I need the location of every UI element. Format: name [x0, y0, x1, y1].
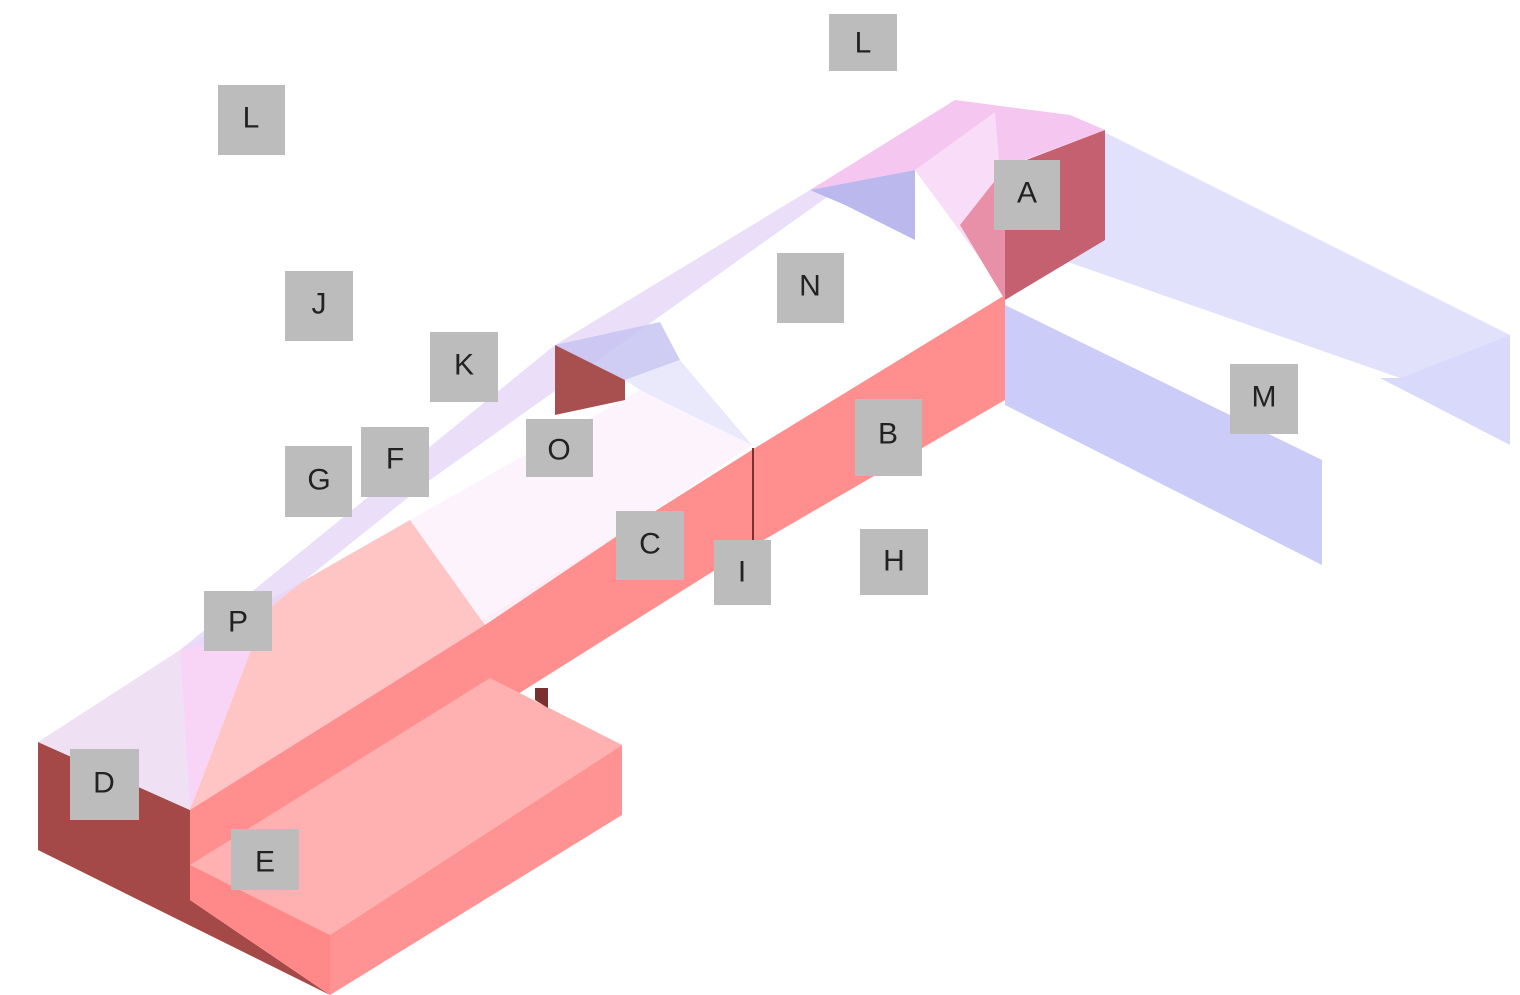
gable-o-wall — [555, 345, 625, 415]
label-e: E — [231, 829, 299, 890]
corner-face-a-blue — [810, 170, 915, 240]
label-a: A — [994, 160, 1060, 230]
annex-side — [190, 865, 330, 995]
label-k-text: K — [454, 349, 474, 382]
label-e-text: E — [255, 846, 275, 879]
label-l-left-text: L — [243, 102, 260, 135]
gable-o-light — [625, 360, 752, 445]
wing-m-roof — [1005, 130, 1510, 378]
label-m: M — [1230, 364, 1298, 434]
label-l-top-text: L — [855, 27, 872, 60]
main-wing — [38, 100, 1105, 995]
label-l-top: L — [829, 14, 897, 71]
label-b: B — [855, 399, 922, 476]
label-j-text: J — [312, 288, 327, 321]
annex-notch — [535, 688, 548, 708]
roof-glass-o — [410, 390, 752, 625]
label-i: I — [714, 540, 771, 605]
label-g: G — [285, 446, 352, 517]
label-a-text: A — [1017, 177, 1037, 210]
wing-m-roof-end — [1380, 335, 1510, 445]
label-f-text: F — [386, 443, 404, 476]
label-o-text: O — [547, 434, 570, 467]
label-b-text: B — [878, 418, 898, 451]
roof-hip-d — [38, 650, 190, 810]
roof-hip-d-light — [180, 600, 270, 810]
roof-slope-p — [190, 520, 485, 810]
label-o: O — [526, 419, 593, 477]
label-n: N — [777, 253, 844, 323]
roof-ridge — [180, 190, 830, 650]
label-c-text: C — [639, 528, 661, 561]
label-l-left: L — [218, 85, 285, 155]
wing-m-wall — [1005, 305, 1322, 565]
label-c: C — [616, 511, 684, 580]
label-f: F — [361, 427, 429, 497]
label-h-text: H — [883, 545, 905, 578]
label-m-text: M — [1252, 381, 1277, 414]
label-i-text: I — [738, 556, 746, 589]
label-g-text: G — [307, 464, 330, 497]
corner-wall-a-mid — [960, 168, 1005, 300]
label-j: J — [285, 271, 353, 341]
label-k: K — [430, 332, 498, 402]
label-h: H — [860, 529, 928, 595]
wing-m — [1005, 130, 1510, 565]
label-d-text: D — [93, 767, 115, 800]
label-n-text: N — [799, 270, 821, 303]
label-d: D — [70, 749, 139, 820]
label-p: P — [204, 591, 272, 651]
gable-o — [555, 322, 680, 380]
annex-front — [330, 745, 622, 995]
label-p-text: P — [228, 606, 248, 639]
